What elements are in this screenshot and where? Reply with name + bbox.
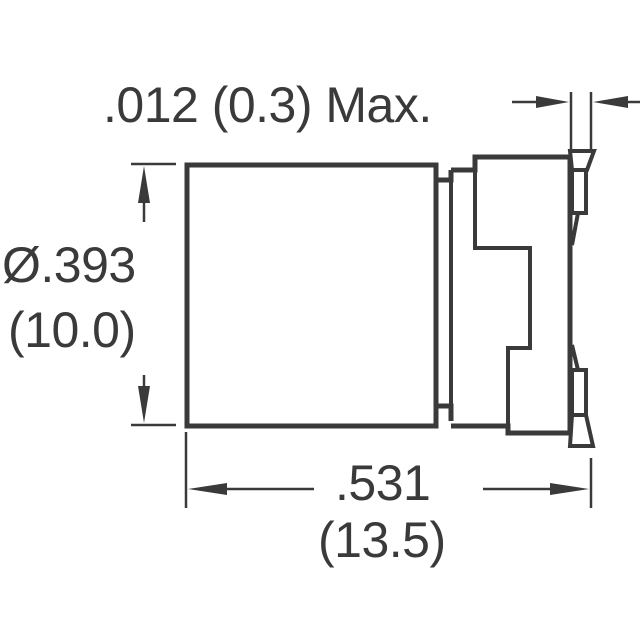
diameter-arrow-up-icon (138, 166, 150, 203)
lead-arrow-left-pointing-icon (593, 96, 628, 108)
diameter-mm-label: (10.0) (8, 302, 136, 358)
terminal-bottom-lead (570, 344, 580, 371)
lead-thickness-label: .012 (0.3) Max. (103, 77, 432, 133)
lead-arrow-right-pointing-icon (536, 96, 569, 108)
height-arrow-left-icon (188, 483, 227, 495)
terminal-bottom-tab (567, 413, 596, 448)
height-inch-label: .531 (335, 455, 431, 511)
body-notch-bottom (433, 403, 454, 421)
terminal-top-pad (570, 168, 588, 215)
terminal-bottom-pad (570, 368, 588, 417)
height-arrow-right-icon (550, 483, 589, 495)
terminal-top-tab (567, 149, 597, 172)
seat-plate (451, 154, 573, 436)
diameter-arrow-down-icon (138, 386, 150, 423)
diameter-inch-label: Ø.393 (2, 237, 136, 293)
seat-plate-inner-profile (473, 170, 532, 426)
height-mm-label: (13.5) (318, 512, 446, 568)
capacitor-body (184, 162, 439, 429)
terminal-top-lead (570, 212, 580, 246)
body-notch-top (433, 170, 454, 183)
